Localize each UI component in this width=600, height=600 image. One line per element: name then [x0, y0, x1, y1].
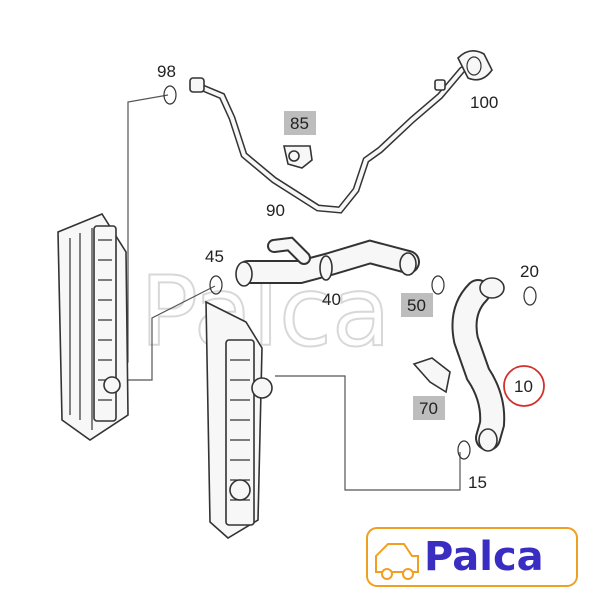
callout-70: 70: [419, 399, 438, 418]
o-ring-15: [457, 440, 471, 460]
o-ring-20: [523, 286, 537, 306]
callout-85: 85: [290, 114, 309, 133]
clamp-100: [457, 50, 493, 81]
logo-text: Palca: [424, 534, 544, 580]
callout-40: 40: [322, 290, 341, 309]
o-ring-98: [163, 85, 177, 105]
pipe-90: [189, 66, 466, 214]
palca-logo: Palca: [366, 527, 578, 587]
callout-85-highlight: [284, 111, 316, 135]
bracket-85: [283, 145, 313, 169]
callout-50-highlight: [401, 293, 433, 317]
radiator-left: [57, 213, 129, 441]
callout-45: 45: [205, 247, 224, 266]
hose-40: [235, 236, 420, 287]
selected-part-circle: [503, 365, 545, 407]
callout-70-highlight: [413, 396, 445, 420]
radiator-right: [205, 300, 273, 539]
callout-10: 10: [514, 377, 533, 396]
callout-20: 20: [520, 262, 539, 281]
o-ring-50: [431, 275, 445, 295]
hose-10: [451, 277, 506, 452]
o-rings: [163, 85, 537, 460]
callout-98: 98: [157, 62, 176, 81]
o-ring-45: [209, 275, 223, 295]
callout-15: 15: [468, 473, 487, 492]
car-icon: [375, 543, 419, 580]
callout-50: 50: [407, 296, 426, 315]
callout-90: 90: [266, 201, 285, 220]
clip-70: [412, 357, 451, 394]
callout-100: 100: [470, 93, 498, 112]
logo-frame: [366, 527, 578, 587]
